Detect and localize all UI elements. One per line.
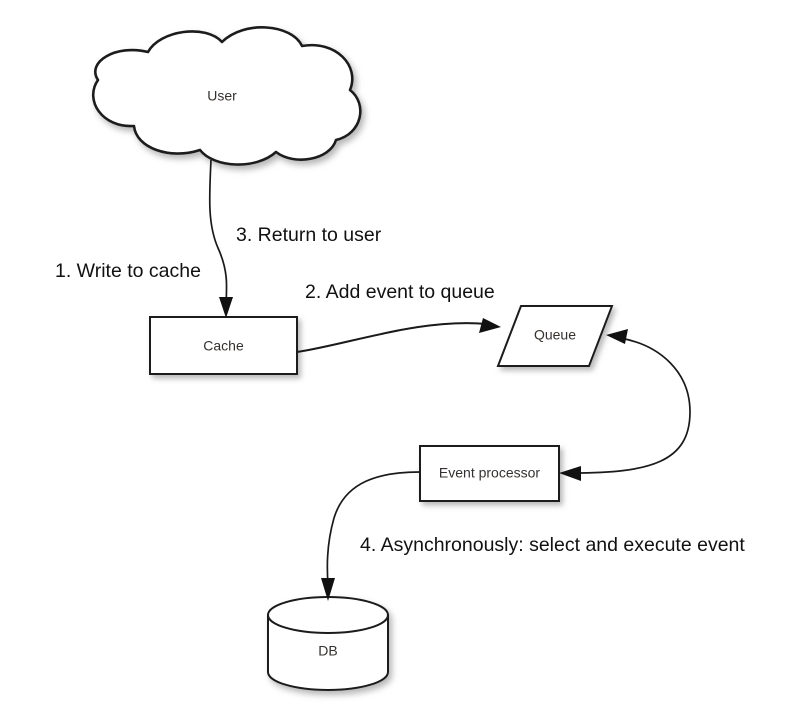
edge-cache-to-queue-line (296, 322, 488, 353)
edge-queue-to-processor-arrowhead (559, 466, 581, 481)
node-event-processor[interactable]: Event processor (419, 445, 560, 502)
node-db-label: DB (318, 643, 337, 659)
step-label-4: 4. Asynchronously: select and execute ev… (360, 534, 745, 556)
node-cache-label: Cache (203, 338, 244, 354)
cloud-shape (91, 26, 362, 166)
step-label-3: 3. Return to user (236, 224, 382, 246)
node-cache[interactable]: Cache (149, 316, 298, 375)
cache-shape (149, 316, 298, 375)
node-db[interactable]: DB (267, 596, 389, 691)
edge-processor-to-db-arrowhead (321, 578, 335, 601)
edge-queue-to-processor (559, 466, 581, 481)
node-queue-label: Queue (534, 327, 576, 343)
edge-cache-to-queue-arrowhead (479, 318, 501, 333)
node-queue[interactable]: Queue (496, 305, 614, 367)
queue-shape (496, 305, 614, 367)
node-event-processor-label: Event processor (439, 465, 540, 481)
edge-processor-to-db-line (326, 471, 421, 586)
db-top (267, 596, 389, 634)
node-user-label: User (207, 88, 237, 104)
edge-processor-to-queue-line (572, 337, 691, 474)
event-processor-shape (419, 445, 560, 502)
db-body (267, 614, 389, 691)
edge-cache-to-queue (296, 318, 501, 353)
edge-user-to-cache-arrowhead (219, 297, 233, 318)
edge-user-to-cache-line (208, 159, 228, 305)
edge-processor-to-queue (572, 329, 691, 474)
edge-user-to-cache (208, 159, 233, 318)
edge-processor-to-queue-arrowhead (606, 329, 628, 344)
edge-processor-to-db (321, 471, 421, 601)
step-label-1: 1. Write to cache (55, 260, 201, 282)
step-label-2: 2. Add event to queue (305, 281, 495, 303)
node-user[interactable]: User (91, 26, 362, 166)
